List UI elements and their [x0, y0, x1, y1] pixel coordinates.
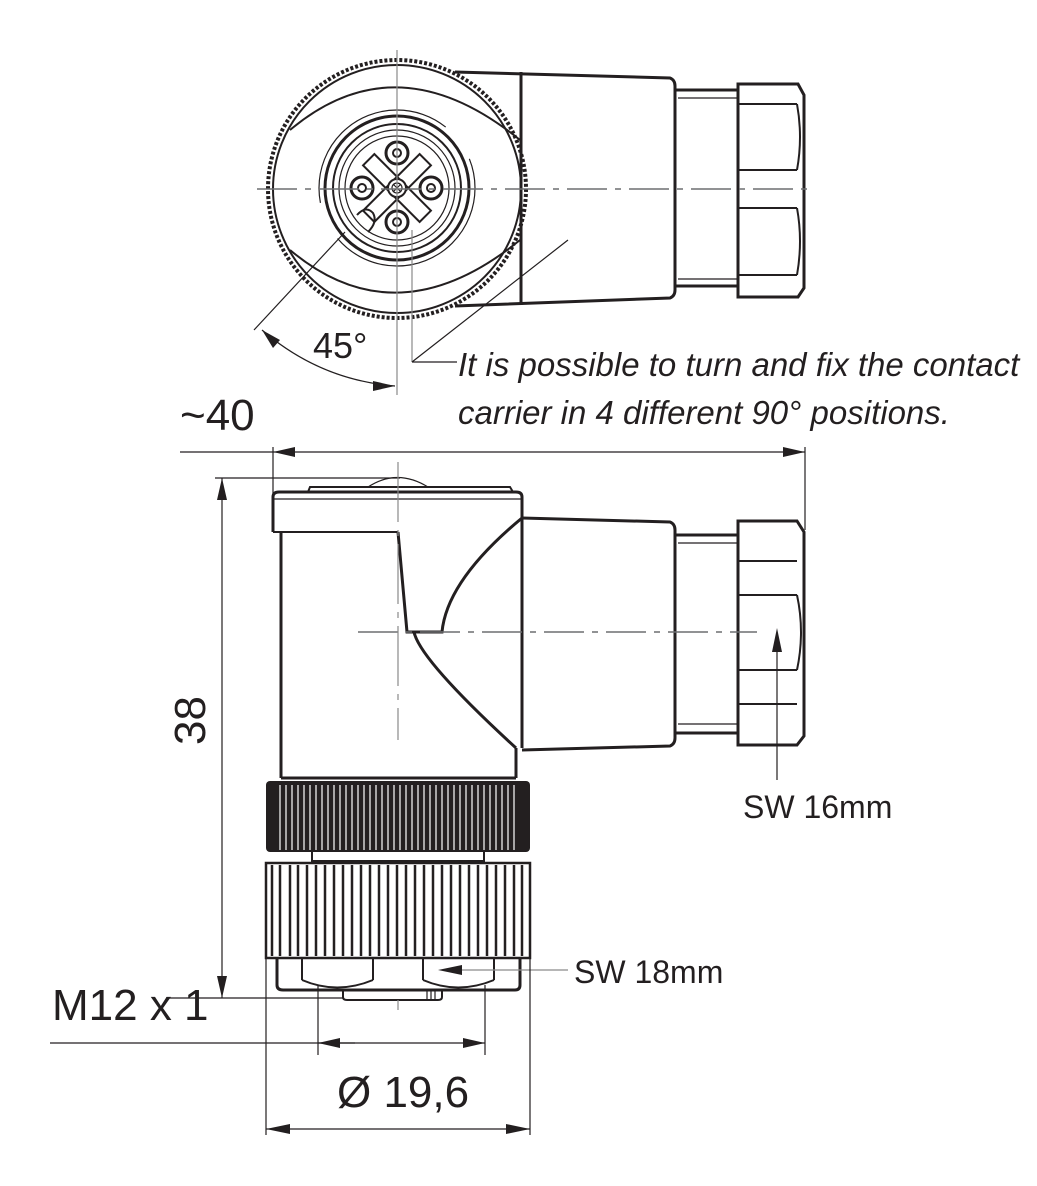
- cable-hex-nut: [736, 519, 806, 747]
- angle-label: 45°: [313, 325, 367, 366]
- note-line-1: It is possible to turn and fix the conta…: [458, 346, 1021, 383]
- housing-body: [279, 532, 518, 780]
- pin-right: [418, 175, 444, 201]
- coupling-hex: [275, 958, 522, 992]
- pin-left: [349, 175, 375, 201]
- diameter-label: Ø 19,6: [337, 1068, 469, 1117]
- overall-length-label: ~40: [180, 391, 255, 440]
- sw16-label: SW 16mm: [743, 789, 892, 825]
- sw18-label: SW 18mm: [574, 954, 723, 990]
- upper-knurled-nut: [266, 781, 530, 852]
- thread-label: M12 x 1: [52, 981, 209, 1030]
- thread-end: [342, 990, 443, 1001]
- top-view: 45°: [253, 50, 812, 395]
- top-housing-body: [454, 70, 677, 308]
- note-line-2: carrier in 4 different 90° positions.: [458, 394, 950, 431]
- height-label: 38: [166, 696, 215, 745]
- top-hex-nut: [736, 82, 806, 299]
- side-view: ~40 38 SW 16mm: [50, 391, 892, 1135]
